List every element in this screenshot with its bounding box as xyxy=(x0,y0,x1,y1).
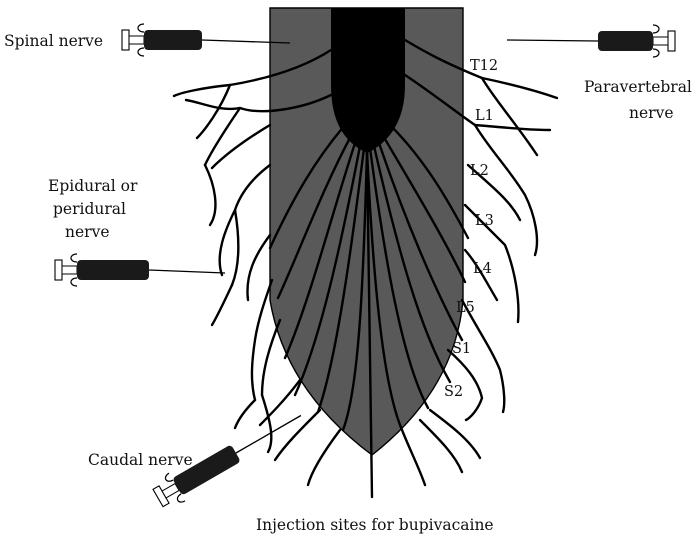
segment-label-l5: L5 xyxy=(456,300,475,316)
svg-text:peridural: peridural xyxy=(53,200,126,218)
syringe-icon xyxy=(507,25,675,57)
svg-text:Epidural or: Epidural or xyxy=(48,177,138,195)
spinal-nerve-label: Spinal nerve xyxy=(4,32,103,50)
epidural-nerve-label: Epidural or peridural nerve xyxy=(48,177,138,241)
figure-caption: Injection sites for bupivacaine xyxy=(256,516,494,534)
svg-text:nerve: nerve xyxy=(65,223,110,241)
segment-label-l2: L2 xyxy=(470,163,489,179)
segment-label-l3: L3 xyxy=(475,213,494,229)
syringe-icon xyxy=(55,254,225,286)
segment-label-s1: S1 xyxy=(452,341,471,357)
paravertebral-nerve-label: Paravertebral nerve xyxy=(584,78,692,122)
segment-label-l1: L1 xyxy=(475,108,494,124)
svg-text:Paravertebral: Paravertebral xyxy=(584,78,692,96)
segment-label-s2: S2 xyxy=(444,384,463,400)
segment-label-t12: T12 xyxy=(470,58,498,74)
segment-label-l4: L4 xyxy=(473,261,492,277)
caudal-nerve-label: Caudal nerve xyxy=(88,451,193,469)
syringe-icon xyxy=(122,24,290,56)
svg-text:nerve: nerve xyxy=(629,104,674,122)
